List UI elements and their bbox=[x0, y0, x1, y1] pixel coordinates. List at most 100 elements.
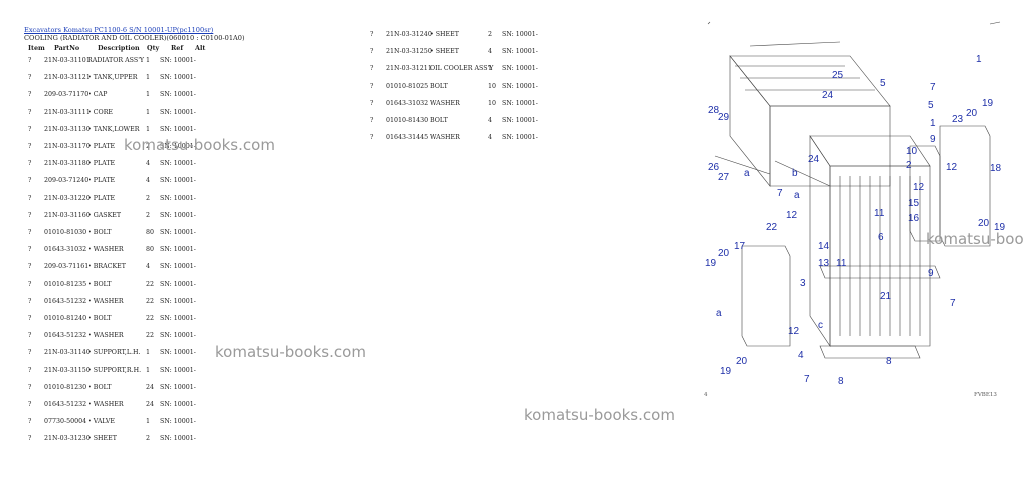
callout: 10 bbox=[906, 146, 918, 157]
item: ? bbox=[28, 57, 32, 64]
callout: 15 bbox=[908, 198, 920, 209]
callout: 14 bbox=[818, 241, 830, 252]
part-number: 209-03-71161 bbox=[44, 263, 89, 271]
serial-range: SN: 10001- bbox=[502, 48, 538, 56]
part-number: 01010-81025 bbox=[386, 82, 429, 90]
serial-range: SN: 10001- bbox=[160, 211, 196, 219]
callout: 24 bbox=[808, 154, 820, 165]
part-number: 209-03-71240 bbox=[44, 177, 89, 185]
callout: 7 bbox=[804, 374, 810, 385]
part-number: 01643-51232 bbox=[44, 297, 87, 305]
part-number: 01643-31445 bbox=[386, 134, 429, 142]
description: BOLT bbox=[430, 117, 448, 124]
quantity: 22 bbox=[146, 315, 155, 322]
item: ? bbox=[28, 246, 32, 254]
description: • PLATE bbox=[88, 143, 116, 150]
callout: a bbox=[716, 308, 722, 319]
serial-range: SN: 10001- bbox=[160, 194, 196, 202]
quantity: 22 bbox=[146, 297, 155, 305]
callout: 26 bbox=[708, 162, 720, 173]
item: ? bbox=[28, 125, 32, 133]
description: • VALVE bbox=[88, 418, 115, 426]
item: ? bbox=[370, 117, 374, 124]
description: • WASHER bbox=[88, 297, 124, 305]
item: ? bbox=[28, 108, 32, 116]
callout: 27 bbox=[718, 172, 730, 183]
callout: 12 bbox=[913, 182, 925, 193]
item: ? bbox=[28, 160, 32, 168]
description: • PLATE bbox=[88, 160, 116, 168]
part-number: 07730-50004 bbox=[44, 418, 87, 426]
diagram-callouts: 25 24 5 7 5 1 28 29 26 27 a 7 24 b 9 10 … bbox=[705, 54, 1006, 387]
quantity: 22 bbox=[146, 332, 155, 340]
serial-range: SN: 10001- bbox=[502, 82, 538, 90]
quantity: 4 bbox=[146, 263, 151, 271]
callout: 17 bbox=[734, 241, 746, 252]
watermark-3: komatsu-books.com bbox=[524, 406, 675, 424]
quantity: 4 bbox=[488, 117, 493, 124]
description: WASHER bbox=[430, 99, 460, 107]
item: ? bbox=[28, 229, 32, 236]
serial-range: SN: 10001- bbox=[160, 246, 196, 254]
catalog-link[interactable]: Excavators Komatsu PC1100-6 S/N 10001-UP… bbox=[24, 26, 214, 34]
serial-range: SN: 10001- bbox=[160, 91, 196, 99]
description: WASHER bbox=[430, 134, 460, 142]
serial-range: SN: 10001- bbox=[160, 418, 196, 426]
description: • SHEET bbox=[430, 31, 459, 38]
description: • SUPPORT,R.H. bbox=[88, 366, 142, 374]
description: • PLATE bbox=[88, 177, 116, 185]
diagram-frame-lines bbox=[707, 21, 1001, 359]
serial-range: SN: 10001- bbox=[160, 349, 196, 357]
description: • BOLT bbox=[88, 229, 112, 236]
item: ? bbox=[370, 134, 374, 142]
quantity: 2 bbox=[488, 31, 493, 38]
item: ? bbox=[28, 418, 32, 426]
part-number: 01643-51232 bbox=[44, 332, 87, 340]
part-number: 01010-81430 bbox=[386, 117, 429, 124]
callout: a bbox=[794, 190, 800, 201]
callout: 7 bbox=[930, 82, 936, 93]
item: ? bbox=[28, 297, 32, 305]
item: ? bbox=[370, 31, 374, 38]
description: • BOLT bbox=[88, 280, 112, 288]
part-number: 21N-03-31140 bbox=[44, 349, 90, 357]
part-number: 21N-03-31230 bbox=[44, 435, 90, 443]
quantity: 1 bbox=[146, 125, 151, 133]
callout: 19 bbox=[994, 222, 1006, 233]
part-number: 01643-31032 bbox=[386, 99, 429, 107]
quantity: 1 bbox=[146, 349, 151, 357]
quantity: 10 bbox=[488, 99, 497, 107]
callout: 7 bbox=[777, 188, 783, 199]
callout: 24 bbox=[822, 90, 834, 101]
parts-header-link-line[interactable]: Excavators Komatsu PC1100-6 S/N 10001-UP… bbox=[24, 26, 213, 34]
part-number: 01010-81240 bbox=[44, 315, 87, 322]
col-item: Item bbox=[28, 44, 45, 52]
callout: 4 bbox=[798, 350, 804, 361]
quantity: 1 bbox=[146, 366, 151, 374]
description: • BOLT bbox=[88, 315, 112, 322]
quantity: 80 bbox=[146, 246, 155, 254]
serial-range: SN: 10001- bbox=[160, 366, 196, 374]
item: ? bbox=[28, 91, 32, 99]
description: • WASHER bbox=[88, 246, 124, 254]
description: BOLT bbox=[430, 82, 448, 90]
part-number: 21N-03-31111 bbox=[44, 108, 90, 116]
watermark-1: komatsu-books.com bbox=[124, 136, 275, 154]
col-ref: Ref bbox=[171, 44, 184, 52]
serial-range: SN: 10001- bbox=[160, 297, 196, 305]
description: • CAP bbox=[88, 91, 108, 99]
col-description: Description bbox=[98, 44, 140, 52]
serial-range: SN: 10001- bbox=[160, 57, 196, 64]
callout: 22 bbox=[766, 222, 778, 233]
serial-range: SN: 10001- bbox=[160, 435, 196, 443]
quantity: 1 bbox=[146, 418, 151, 426]
callout: 12 bbox=[788, 326, 800, 337]
serial-range: SN: 10001- bbox=[160, 383, 196, 391]
item: ? bbox=[28, 349, 32, 357]
callout: 20 bbox=[736, 356, 748, 367]
serial-range: SN: 10001- bbox=[160, 160, 196, 168]
quantity: 1 bbox=[146, 108, 151, 116]
serial-range: SN: 10001- bbox=[502, 99, 538, 107]
description: • GASKET bbox=[88, 211, 122, 219]
part-number: 21N-03-31211 bbox=[386, 65, 432, 73]
